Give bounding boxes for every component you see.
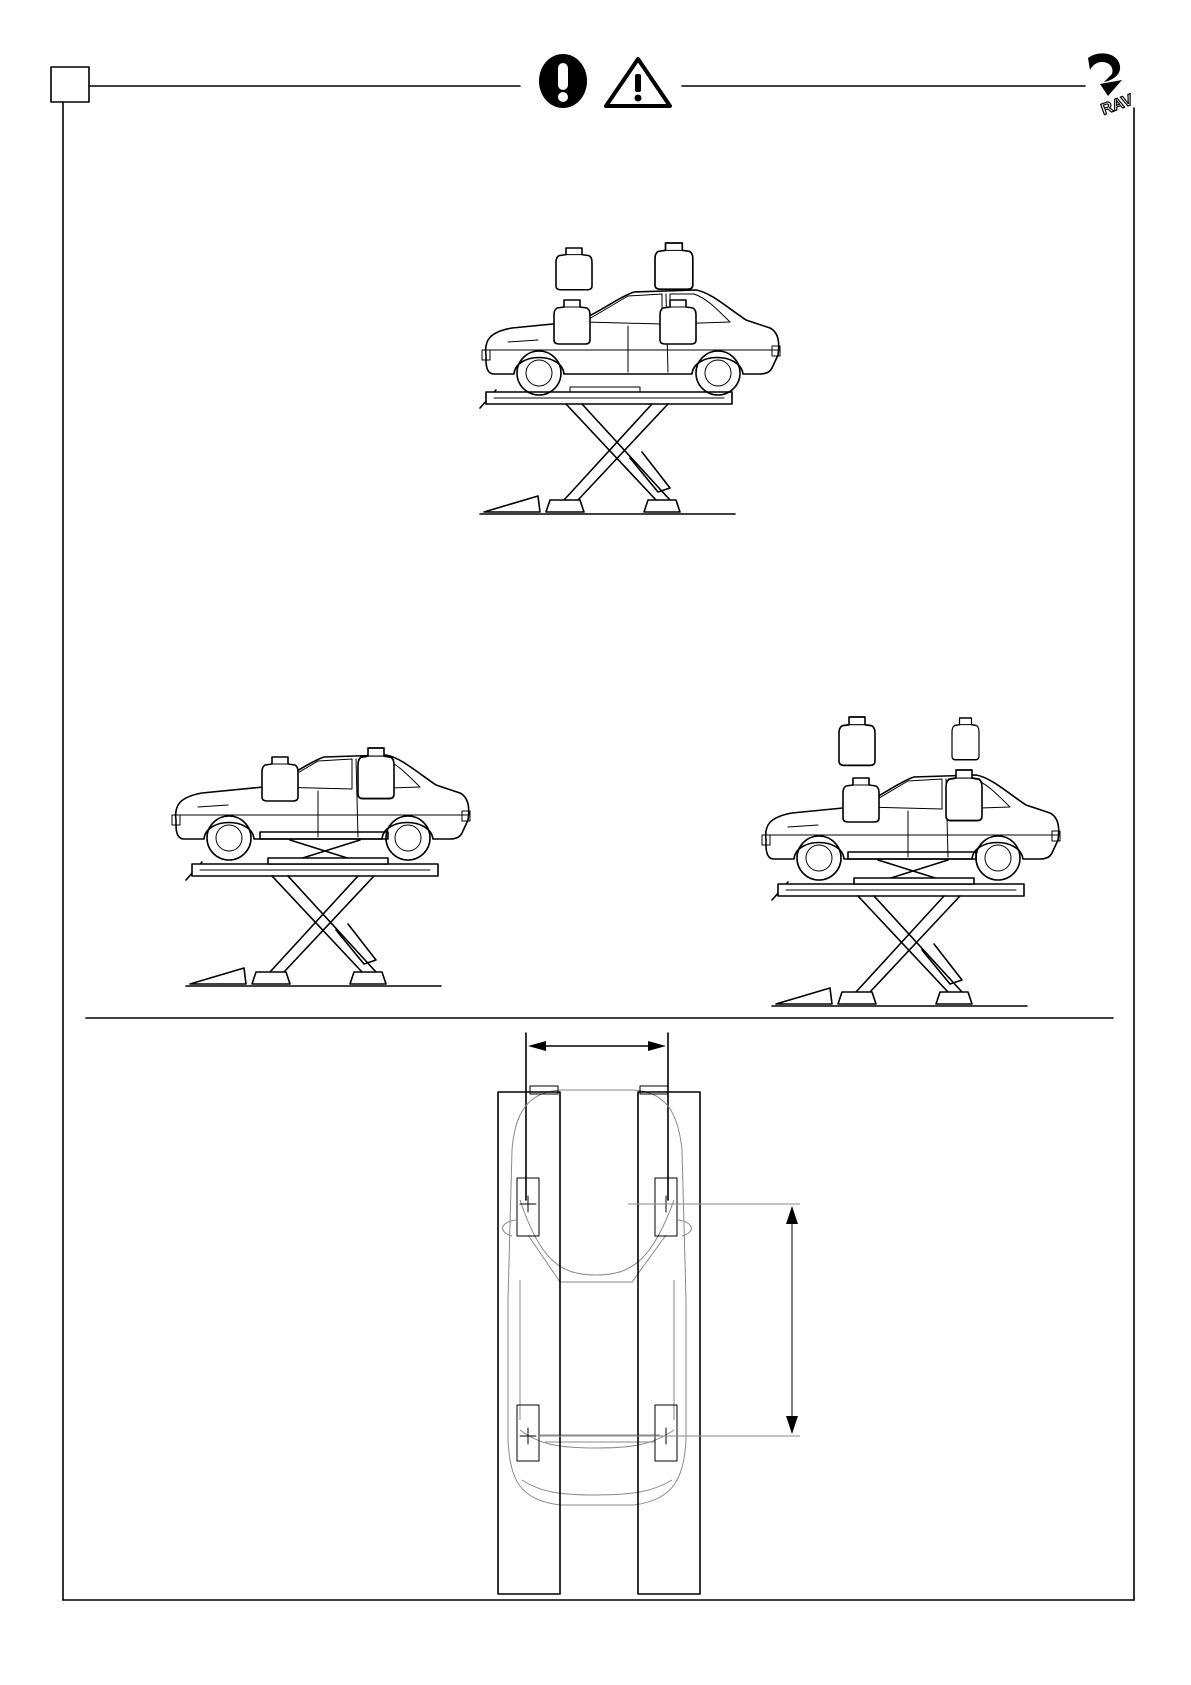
weight-stacked-upper-left (556, 248, 592, 290)
car-side-view (482, 290, 780, 395)
scissor-lift (186, 859, 441, 986)
weight-in-car-front (946, 770, 982, 821)
scissor-lift (480, 387, 735, 514)
load-point-front-left (517, 1178, 539, 1236)
weight-in-car-rear (843, 778, 879, 822)
rav-logo: RAV (1088, 53, 1136, 118)
exclamation-circle-icon (539, 54, 587, 108)
figure-top-center (480, 243, 780, 514)
warning-triangle-icon (606, 59, 670, 106)
weight-stacked-upper-left (839, 717, 875, 765)
header: RAV (51, 53, 1136, 118)
figure-middle-left (172, 748, 470, 986)
weight-in-car-rear (262, 757, 298, 801)
secondary-lift (260, 832, 388, 864)
runway-right (638, 1086, 700, 1594)
car-top-outline (503, 1090, 692, 1505)
weight-upper-right (655, 243, 693, 289)
weight-in-car-front (660, 300, 696, 344)
logo-text: RAV (1099, 91, 1136, 118)
load-point-front-right (655, 1178, 677, 1236)
weight-in-car-rear (554, 300, 590, 344)
weight-upper-right (952, 718, 979, 760)
figure-middle-right (762, 717, 1060, 1006)
length-dimension (540, 1204, 800, 1436)
section-number-box (51, 67, 89, 102)
width-dimension (526, 1033, 668, 1200)
page-frame (63, 102, 1134, 1600)
figure-plan-view (498, 1033, 800, 1594)
scissor-lift (772, 879, 1027, 1006)
car-side-view (762, 775, 1060, 880)
runway-left (498, 1086, 560, 1594)
car-side-view (172, 755, 470, 860)
secondary-lift (848, 852, 976, 884)
